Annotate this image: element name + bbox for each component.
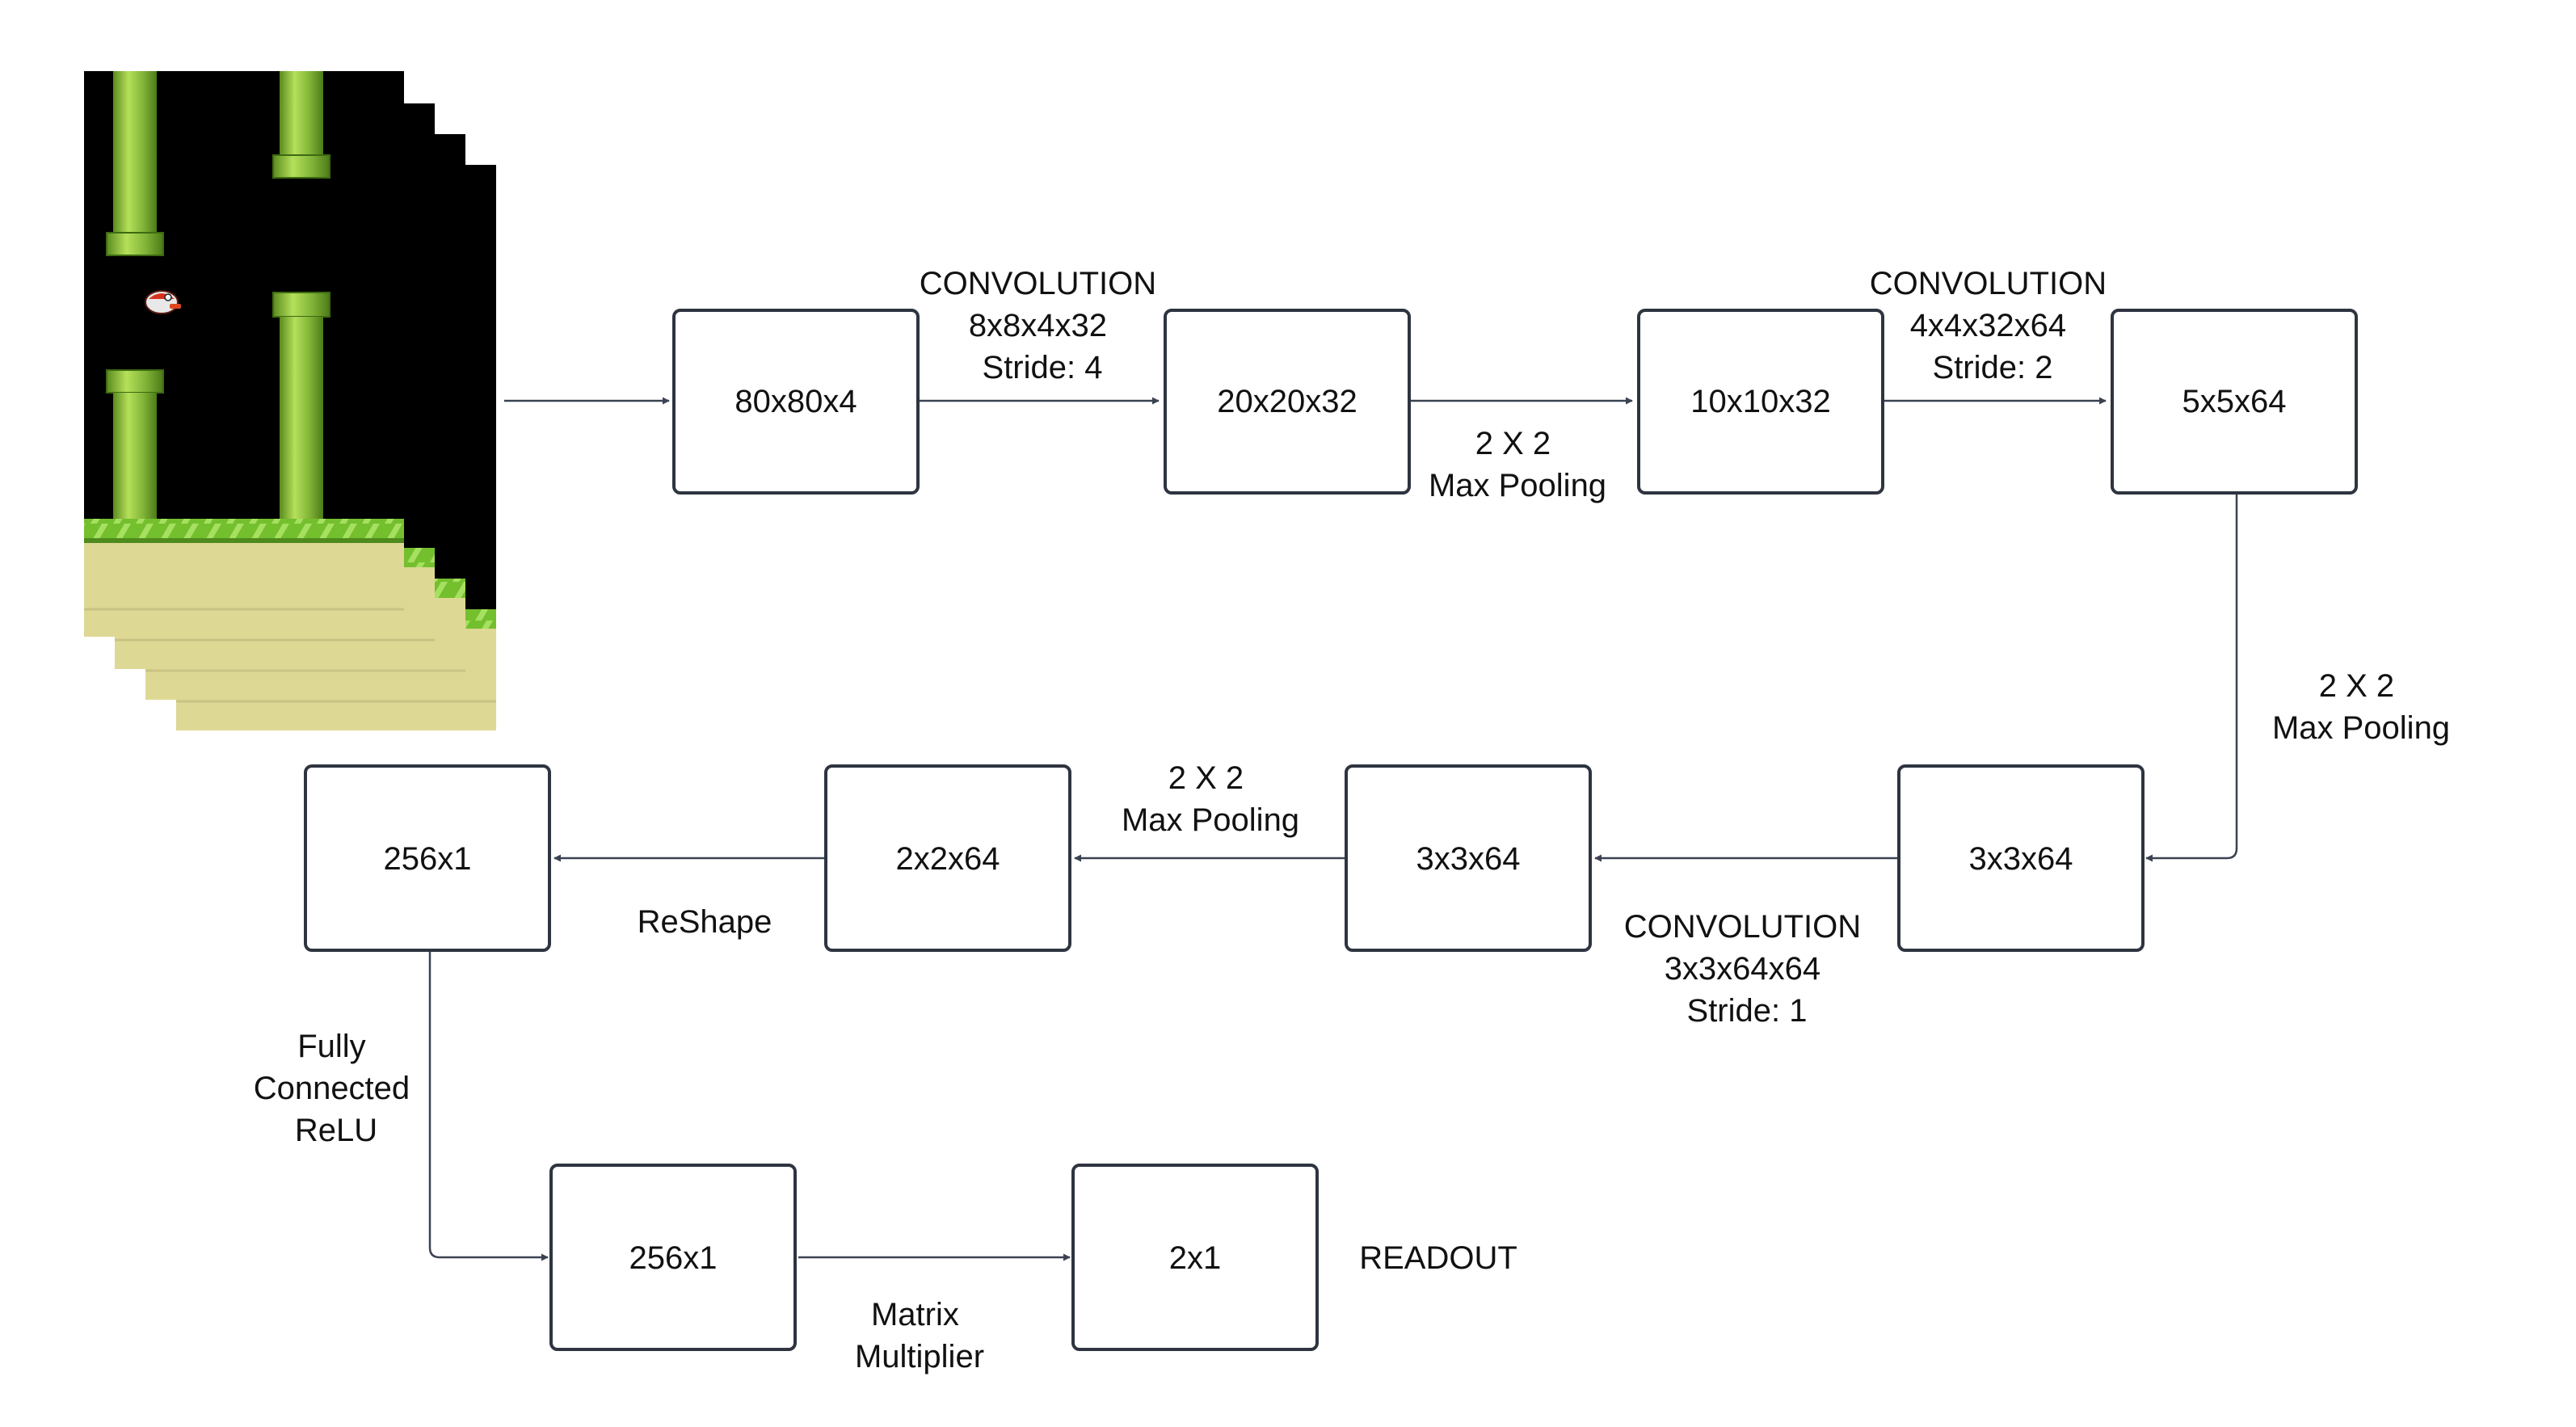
node-2x2x64: 2x2x64: [824, 764, 1071, 952]
node-256x1-a: 256x1: [304, 764, 551, 952]
edge-label-conv-3: CONVOLUTION 3x3x64x64 Stride: 1: [1624, 909, 1870, 1029]
edges: [428, 397, 2238, 1261]
edge-label-conv-1: CONVOLUTION 8x8x4x32 Stride: 4: [920, 266, 1165, 385]
node-256x1-b: 256x1: [549, 1164, 797, 1351]
node-2x1: 2x1: [1071, 1164, 1319, 1351]
node-label: 256x1: [629, 1240, 718, 1276]
edge-label-matrix-multiplier: Matrix Multiplier: [855, 1297, 984, 1374]
edge-label-conv-2: CONVOLUTION 4x4x32x64 Stride: 2: [1870, 266, 2115, 385]
edge-256x1-to-256x1: [428, 950, 549, 1261]
node-label: 10x10x32: [1690, 384, 1830, 419]
flappy-bird-frame-stack-icon: [84, 71, 496, 730]
edge-label-reshape: ReShape: [638, 904, 772, 940]
node-10x10x32: 10x10x32: [1637, 309, 1884, 495]
node-20x20x32: 20x20x32: [1164, 309, 1411, 495]
node-label: 2x2x64: [896, 841, 1000, 877]
node-3x3x64-a: 3x3x64: [1897, 764, 2145, 952]
node-label: 80x80x4: [734, 384, 857, 419]
node-3x3x64-b: 3x3x64: [1345, 764, 1592, 952]
edge-label-maxpool-2: 2 X 2 Max Pooling: [2272, 668, 2450, 746]
node-80x80x4: 80x80x4: [672, 309, 920, 495]
edge-labels: CONVOLUTION 8x8x4x32 Stride: 4 2 X 2 Max…: [254, 266, 2450, 1374]
node-label: 256x1: [384, 841, 472, 877]
node-label: 3x3x64: [1969, 841, 2073, 877]
edge-label-maxpool-1: 2 X 2 Max Pooling: [1429, 426, 1606, 503]
node-label: 20x20x32: [1217, 384, 1357, 419]
edge-label-maxpool-3: 2 X 2 Max Pooling: [1122, 760, 1299, 838]
node-label: 5x5x64: [2182, 384, 2287, 419]
nodes: 80x80x4 20x20x32 10x10x32 5x5x64 3x3x64 …: [304, 309, 2358, 1351]
node-5x5x64: 5x5x64: [2111, 309, 2358, 495]
node-label: 2x1: [1169, 1240, 1222, 1276]
input-frame-1: [84, 71, 404, 637]
node-label: 3x3x64: [1416, 841, 1521, 877]
readout-label: READOUT: [1359, 1240, 1517, 1276]
edge-label-fully-connected: Fully Connected ReLU: [254, 1029, 419, 1148]
bird-icon: [145, 290, 181, 314]
edge-5x5x64-to-3x3x64: [2145, 493, 2238, 862]
